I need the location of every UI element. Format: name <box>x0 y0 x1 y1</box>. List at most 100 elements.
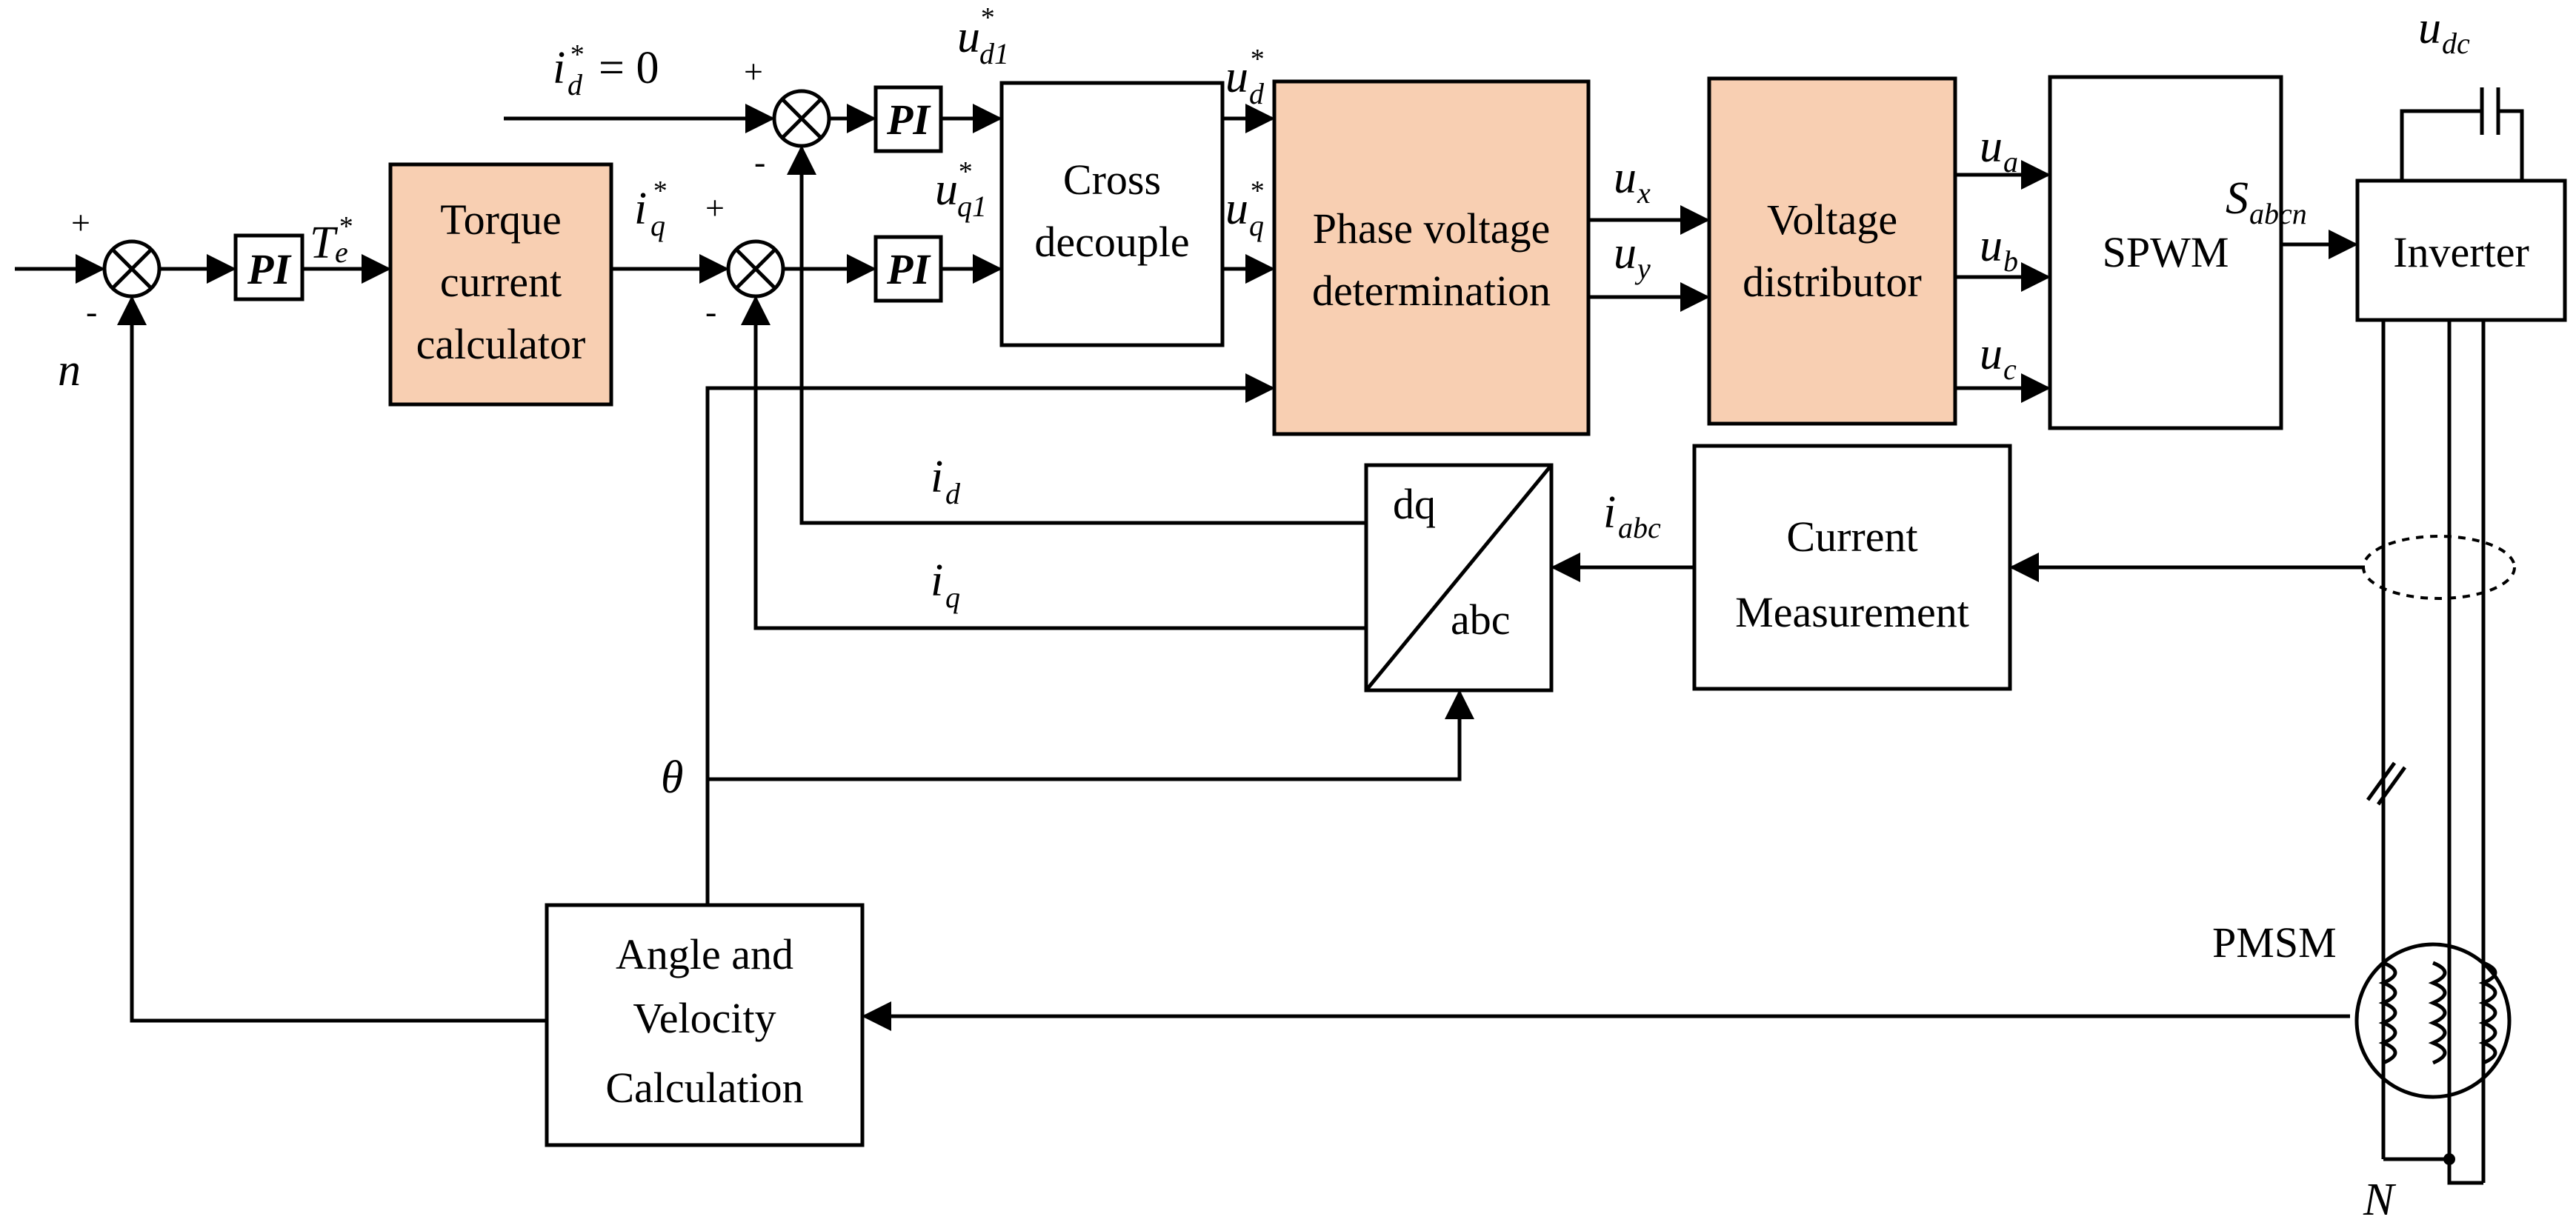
current-meas-line1: Current <box>1786 513 1917 561</box>
iq-summing-junction <box>726 239 785 298</box>
svg-text:*: * <box>979 2 994 33</box>
svg-text:u: u <box>2418 3 2441 53</box>
iabc-label: i abc <box>1603 487 1661 544</box>
spwm-block <box>2048 75 2283 430</box>
angle-block-line1: Angle and <box>616 930 793 978</box>
cross-decouple-block <box>999 81 1225 347</box>
ub-label: u b <box>1980 221 2018 278</box>
abc-label: abc <box>1451 596 1511 644</box>
svg-text:u: u <box>1980 121 2003 172</box>
torque-current-calculator-block <box>388 162 613 407</box>
ua-label: u a <box>1980 121 2018 179</box>
id-summing-junction <box>772 89 831 148</box>
svg-text:c: c <box>2003 353 2017 386</box>
phase-block-line1: Phase voltage <box>1313 204 1551 253</box>
svg-text:x: x <box>1637 176 1651 210</box>
svg-text:*: * <box>1249 44 1263 75</box>
id-minus-sign: - <box>754 143 765 181</box>
svg-text:i: i <box>931 452 943 502</box>
svg-text:e: e <box>335 236 348 269</box>
svg-text:i: i <box>931 556 943 606</box>
current-meas-line2: Measurement <box>1735 588 1969 636</box>
svg-text:a: a <box>2003 145 2018 179</box>
theta-label: θ <box>661 753 683 803</box>
ud-ref-label: u * d <box>1225 44 1265 110</box>
sabcn-label: S abcn <box>2226 173 2307 230</box>
dq-label: dq <box>1393 480 1436 528</box>
speed-summing-junction <box>102 239 162 298</box>
distributor-block-line2: distributor <box>1743 258 1922 306</box>
ud1-ref-label: u * d1 <box>957 2 1009 70</box>
svg-text:u: u <box>935 164 958 215</box>
svg-text:T: T <box>310 218 339 268</box>
cross-block-line1: Cross <box>1063 156 1161 204</box>
distributor-block-line1: Voltage <box>1767 196 1897 244</box>
iq-minus-sign: - <box>705 293 716 330</box>
svg-text:i: i <box>634 184 647 234</box>
svg-text:u: u <box>1225 52 1248 102</box>
svg-text:i: i <box>553 43 565 93</box>
pmsm-motor <box>2354 942 2512 1099</box>
torque-block-line1: Torque <box>440 196 561 244</box>
current-measurement-block <box>1692 444 2012 691</box>
svg-text:q: q <box>650 209 665 242</box>
svg-text:u: u <box>1980 221 2003 271</box>
svg-text:d: d <box>1249 77 1265 110</box>
cross-block-line2: decouple <box>1034 218 1189 266</box>
svg-text:*: * <box>1249 176 1263 207</box>
iq-pi-label: PI <box>886 245 931 293</box>
spwm-block-label: SPWM <box>2103 228 2229 276</box>
current-sensor-ring <box>2362 535 2516 600</box>
svg-text:d: d <box>945 477 961 510</box>
svg-text:q: q <box>945 581 960 614</box>
svg-text:= 0: = 0 <box>599 43 659 93</box>
svg-text:*: * <box>957 156 971 187</box>
svg-text:y: y <box>1634 252 1651 285</box>
svg-text:*: * <box>652 176 666 207</box>
te-ref-label: T * e <box>310 211 352 269</box>
svg-text:u: u <box>1614 153 1637 203</box>
uq1-ref-label: u * q1 <box>935 156 987 223</box>
torque-block-line2: current <box>440 258 562 306</box>
svg-text:*: * <box>569 39 583 70</box>
iq-feedback-label: i q <box>931 556 960 614</box>
angle-block-line3: Calculation <box>605 1064 803 1112</box>
ux-label: u x <box>1614 153 1651 210</box>
pmsm-label: PMSM <box>2212 918 2337 967</box>
angle-block-line2: Velocity <box>633 994 776 1042</box>
svg-text:S: S <box>2226 173 2249 224</box>
speed-n-label: n <box>58 345 81 396</box>
svg-text:u: u <box>1980 329 2003 379</box>
iq-plus-sign: + <box>705 189 725 227</box>
svg-text:d: d <box>568 68 583 101</box>
svg-text:u: u <box>957 12 980 62</box>
svg-text:q: q <box>1249 209 1264 242</box>
phase-voltage-determination-block <box>1272 79 1591 436</box>
uq-ref-label: u * q <box>1225 176 1264 242</box>
voltage-distributor-block <box>1707 76 1957 426</box>
svg-text:i: i <box>1603 487 1616 538</box>
id-plus-sign: + <box>744 53 763 90</box>
iq-ref-label: i * q <box>634 176 666 242</box>
udc-label: u dc <box>2418 3 2470 60</box>
phase-block-line2: determination <box>1312 267 1551 315</box>
svg-text:u: u <box>1614 228 1637 278</box>
uy-label: u y <box>1614 228 1651 285</box>
speed-minus-sign: - <box>86 293 97 330</box>
torque-block-line3: calculator <box>416 320 586 368</box>
motor-windings <box>2378 961 2497 1065</box>
svg-text:q1: q1 <box>957 190 987 223</box>
svg-text:u: u <box>1225 184 1248 234</box>
svg-text:*: * <box>338 211 352 242</box>
speed-plus-sign: + <box>71 204 90 241</box>
svg-text:abc: abc <box>1618 511 1661 544</box>
speed-pi-label: PI <box>247 245 292 293</box>
svg-text:b: b <box>2003 244 2018 278</box>
svg-text:d1: d1 <box>979 37 1009 70</box>
svg-text:abcn: abcn <box>2249 197 2307 230</box>
inverter-block-label: Inverter <box>2393 228 2529 276</box>
svg-text:dc: dc <box>2442 27 2470 60</box>
uc-label: u c <box>1980 329 2017 386</box>
neutral-n-label: N <box>2363 1175 2397 1225</box>
